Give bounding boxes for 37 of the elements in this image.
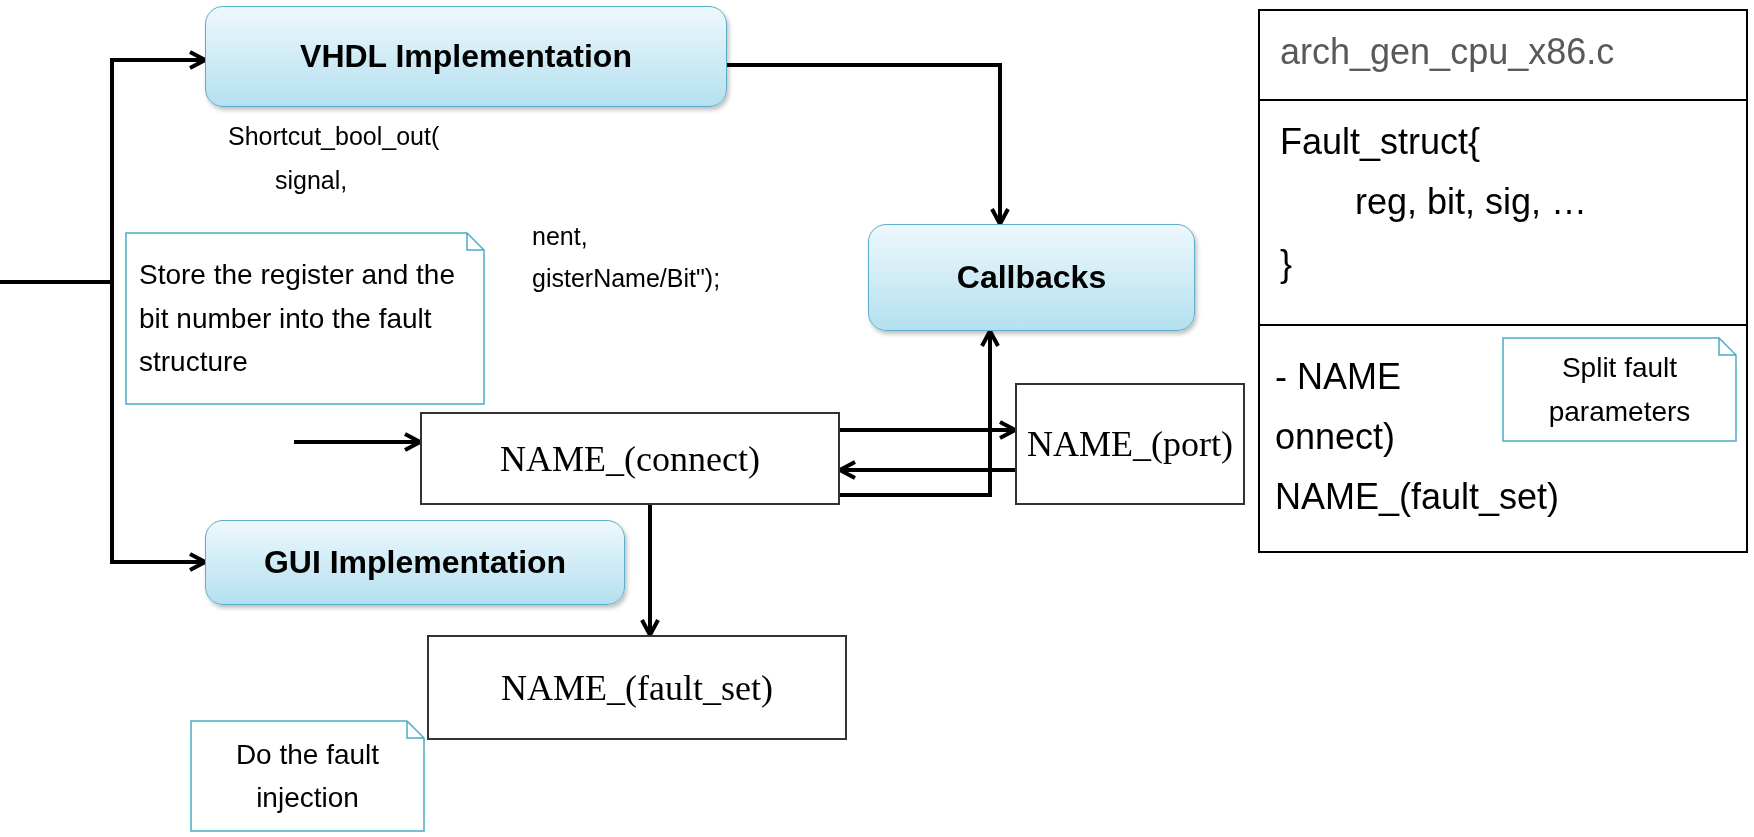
box-label: Callbacks xyxy=(956,259,1107,296)
code-text: NAME_(fault_set) xyxy=(1275,476,1560,518)
file-name: arch_gen_cpu_x86.c xyxy=(1280,31,1615,73)
process-box xyxy=(205,520,625,605)
arrow xyxy=(838,460,1015,480)
arrow xyxy=(840,329,1000,497)
note-text: Split fault parameters xyxy=(1547,351,1692,429)
arrow xyxy=(0,280,207,572)
code-text: Shortcut_bool_out( xyxy=(228,122,440,151)
class-box xyxy=(1258,9,1748,553)
arrow xyxy=(640,505,660,637)
code-text: signal, xyxy=(275,166,348,195)
function-box xyxy=(1015,383,1245,505)
code-text: Fault_struct{ xyxy=(1280,121,1481,163)
code-text: nent, xyxy=(532,222,588,251)
arrow xyxy=(727,63,1010,226)
note-text: Do the fault injection xyxy=(234,737,381,815)
process-box xyxy=(868,224,1195,331)
code-text: reg, bit, sig, … xyxy=(1355,181,1588,223)
box-label: VHDL Implementation xyxy=(300,38,632,75)
box-label: NAME_(connect) xyxy=(500,437,760,480)
note-text: Store the register and the bit number into the fault structure xyxy=(138,258,456,380)
code-text: } xyxy=(1280,243,1293,285)
code-text: - NAME xyxy=(1275,356,1401,398)
process-box xyxy=(205,6,727,107)
function-box xyxy=(427,635,847,740)
function-box xyxy=(420,412,840,505)
arrow xyxy=(294,432,422,452)
box-label: NAME_(fault_set) xyxy=(501,666,773,709)
code-text: onnect) xyxy=(1275,416,1396,458)
box-label: NAME_(port) xyxy=(1027,423,1233,465)
callout-note xyxy=(190,720,425,832)
arrow xyxy=(840,420,1017,440)
code-text: gisterName/Bit"); xyxy=(532,264,721,293)
callout-note xyxy=(1502,337,1737,442)
callout-note xyxy=(125,232,485,405)
box-label: GUI Implementation xyxy=(263,544,567,581)
